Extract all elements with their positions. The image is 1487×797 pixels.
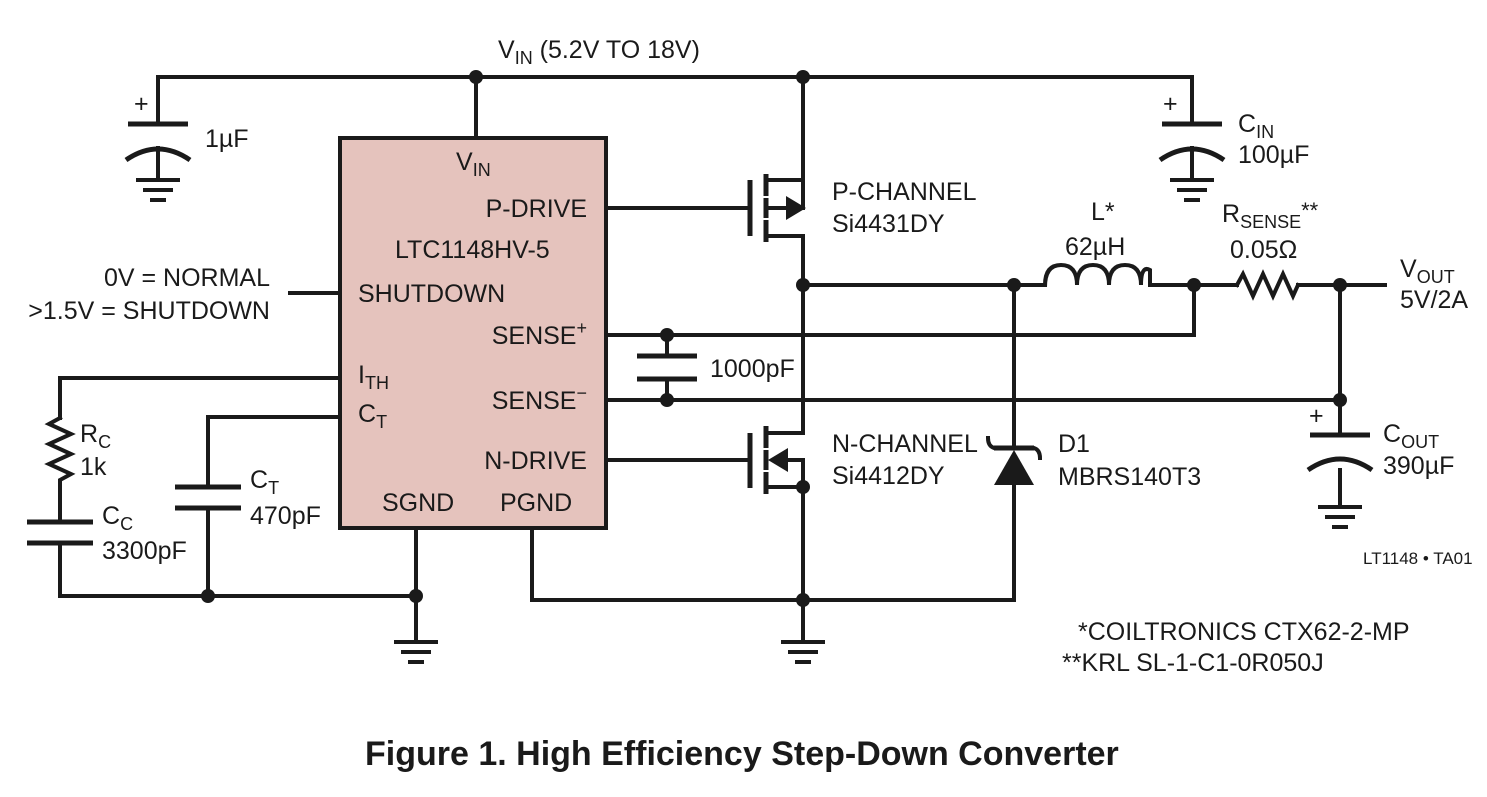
- vin-rail: [156, 75, 1194, 124]
- footnote-2: **KRL SL-1-C1-0R050J: [1062, 649, 1324, 677]
- cap-1uf: + 1µF: [124, 90, 249, 180]
- cc-label: CC: [102, 502, 133, 534]
- figure-caption: Figure 1. High Efficiency Step-Down Conv…: [365, 735, 1119, 773]
- cap-cout: + COUT 390µF: [1306, 402, 1454, 480]
- pin-ct: CT: [358, 400, 387, 432]
- pin-sense-minus: SENSE−: [492, 383, 587, 415]
- ic-body: [338, 136, 608, 530]
- diode-part: MBRS140T3: [1058, 463, 1201, 491]
- pin-pdrive: P-DRIVE: [486, 195, 587, 223]
- pfet-type: P-CHANNEL: [832, 178, 977, 206]
- pfet-arrow: [786, 196, 806, 220]
- ground-icon: [1170, 178, 1214, 202]
- resistor-rc: RC 1k: [44, 415, 111, 488]
- ground-icon: [1318, 505, 1362, 529]
- csense-value: 1000pF: [710, 355, 795, 383]
- figure-id: LT1148 • TA01: [1363, 549, 1473, 568]
- ground-icon: [136, 178, 180, 202]
- shutdown-note-line1: 0V = NORMAL: [104, 264, 270, 292]
- cap-ct: CT 470pF: [175, 466, 321, 530]
- ith-wire: [58, 376, 342, 420]
- pin-ndrive: N-DRIVE: [484, 447, 587, 475]
- ct-wire: [206, 415, 342, 489]
- ct-label: CT: [250, 466, 279, 498]
- vout-label: VOUT: [1400, 255, 1455, 287]
- cin-label: CIN: [1238, 110, 1274, 142]
- vin-supply-label: VIN (5.2V TO 18V): [498, 36, 700, 68]
- resistor-rsense: RSENSE** 0.05Ω: [1222, 198, 1319, 301]
- nfet-type: N-CHANNEL: [832, 430, 978, 458]
- ct-value: 470pF: [250, 502, 321, 530]
- inductor-name: L*: [1091, 198, 1115, 226]
- ic-pin-labels: VIN P-DRIVE LTC1148HV-5 SHUTDOWN SENSE+ …: [358, 148, 587, 517]
- inductor-value: 62µH: [1065, 233, 1125, 261]
- sense-plus-wire: [604, 283, 1196, 337]
- ground-icon: [781, 640, 825, 664]
- pin-sense-plus: SENSE+: [492, 318, 587, 350]
- cc-to-ground-wire: [58, 541, 418, 598]
- nfet-source-wire: [764, 485, 805, 642]
- rsense-label: RSENSE**: [1222, 198, 1319, 232]
- nfet-arrow: [768, 448, 788, 472]
- pin-shutdown: SHUTDOWN: [358, 280, 505, 308]
- junction-dots: [201, 70, 1347, 607]
- cout-value: 390µF: [1383, 452, 1454, 480]
- cap-cin: + CIN 100µF: [1158, 90, 1309, 180]
- pin-sgnd: SGND: [382, 489, 454, 517]
- pfet-drain-wire: [764, 234, 805, 435]
- ground-symbols: [136, 178, 1362, 664]
- ground-icon: [394, 640, 438, 664]
- cap-1uf-value: 1µF: [205, 125, 249, 153]
- vout-value: 5V/2A: [1400, 286, 1468, 314]
- rc-value: 1k: [80, 453, 107, 481]
- shutdown-note-line2: >1.5V = SHUTDOWN: [28, 297, 270, 325]
- inductor-l: L* 62µH: [1042, 198, 1152, 288]
- cap-cc: CC 3300pF: [27, 502, 187, 565]
- pin-pgnd: PGND: [500, 489, 572, 517]
- rc-label: RC: [80, 420, 111, 452]
- rsense-value: 0.05Ω: [1230, 236, 1297, 264]
- diode-name: D1: [1058, 430, 1090, 458]
- pgnd-return: [530, 483, 1016, 602]
- cc-value: 3300pF: [102, 537, 187, 565]
- cap-1uf-polarity: +: [134, 90, 149, 118]
- pfet: P-CHANNEL Si4431DY: [747, 174, 977, 242]
- cout-polarity: +: [1309, 402, 1324, 430]
- cin-polarity: +: [1163, 90, 1178, 118]
- ic-part-name: LTC1148HV-5: [395, 236, 550, 264]
- cin-value: 100µF: [1238, 141, 1309, 169]
- pin-vin: VIN: [456, 148, 491, 180]
- nfet: N-CHANNEL Si4412DY: [747, 426, 978, 494]
- cout-label: COUT: [1383, 420, 1439, 452]
- wires: [58, 75, 1387, 642]
- cap-csense: 1000pF: [637, 353, 795, 383]
- pfet-part: Si4431DY: [832, 210, 945, 238]
- pin-ith: ITH: [358, 361, 389, 393]
- footnote-1: *COILTRONICS CTX62-2-MP: [1078, 618, 1410, 646]
- diode-d1: D1 MBRS140T3: [985, 430, 1201, 491]
- nfet-part: Si4412DY: [832, 462, 945, 490]
